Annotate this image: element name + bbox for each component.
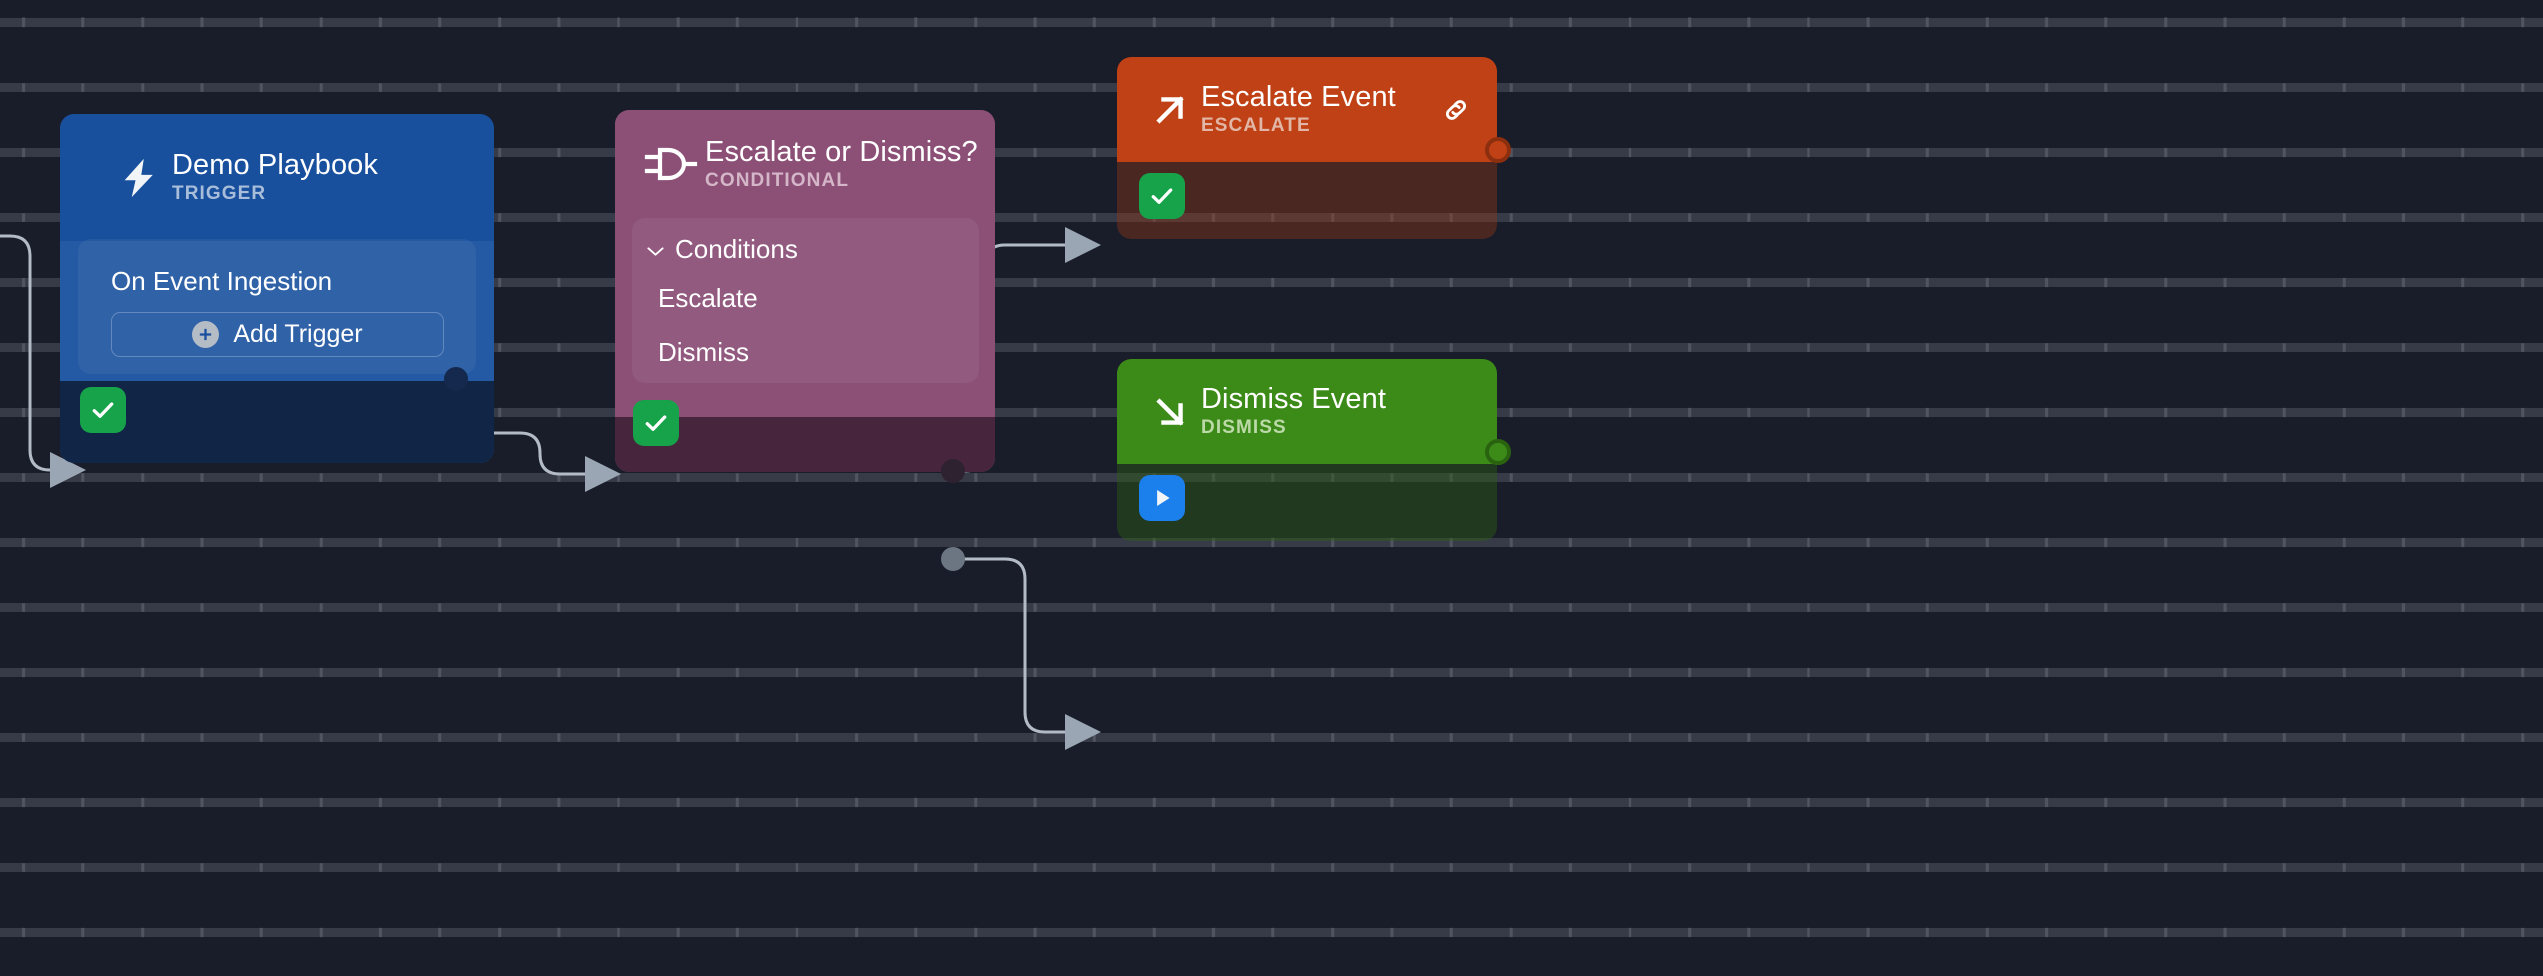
conditions-panel: Conditions Escalate Dismiss [632, 218, 979, 383]
check-icon [645, 415, 667, 431]
node-conditional[interactable]: Escalate or Dismiss? CONDITIONAL Conditi… [615, 110, 995, 571]
dismiss-node-title: Dismiss Event [1201, 383, 1386, 416]
escalate-node-title: Escalate Event [1201, 81, 1396, 114]
conditions-section-toggle[interactable]: Conditions [646, 234, 798, 265]
condition-row-dismiss[interactable]: Dismiss [658, 337, 749, 367]
plus-circle-icon [192, 321, 220, 348]
trigger-node-subtitle: TRIGGER [172, 183, 267, 205]
condition-row-escalate[interactable]: Escalate [658, 283, 758, 313]
chevron-down-icon [646, 234, 665, 265]
escalate-node-subtitle: ESCALATE [1201, 115, 1311, 137]
play-icon [1157, 489, 1170, 507]
lightning-bolt-icon [106, 151, 172, 205]
conditional-node-title: Escalate or Dismiss? [705, 135, 978, 168]
conditions-section-label: Conditions [675, 234, 798, 264]
arrow-down-right-icon [1139, 389, 1201, 435]
conditional-status-badge[interactable] [633, 400, 679, 446]
node-trigger[interactable]: Demo Playbook TRIGGER On Event Ingestion… [60, 114, 494, 463]
dismiss-status-badge[interactable] [1139, 475, 1185, 521]
conditional-output-port-escalate[interactable] [941, 459, 965, 483]
edge-dismiss-arrowhead [1065, 714, 1101, 750]
trigger-node-header[interactable]: Demo Playbook TRIGGER [60, 114, 494, 241]
trigger-output-port[interactable] [444, 367, 468, 391]
trigger-node-title: Demo Playbook [172, 149, 379, 182]
escalate-output-port[interactable] [1485, 137, 1511, 163]
edge-dismiss [958, 557, 1072, 734]
conditional-node-body: Conditions Escalate Dismiss [615, 218, 995, 472]
escalate-node-header[interactable]: Escalate Event ESCALATE [1117, 57, 1497, 162]
edge-incoming-to-trigger [0, 234, 62, 472]
dismiss-node-header[interactable]: Dismiss Event DISMISS [1117, 359, 1497, 464]
node-dismiss[interactable]: Dismiss Event DISMISS [1117, 359, 1511, 541]
check-icon [1151, 188, 1173, 204]
arrow-up-right-icon [1139, 87, 1201, 133]
add-trigger-button[interactable]: Add Trigger [111, 312, 444, 357]
dismiss-output-port[interactable] [1485, 439, 1511, 465]
add-trigger-label: Add Trigger [233, 320, 363, 348]
trigger-node-footer [60, 381, 494, 463]
trigger-items-panel: On Event Ingestion Add Trigger [78, 239, 476, 374]
edge-escalate-arrowhead [1065, 227, 1101, 263]
check-icon [92, 402, 114, 418]
dismiss-node-subtitle: DISMISS [1201, 417, 1287, 439]
escalate-status-badge[interactable] [1139, 173, 1185, 219]
conditional-output-port-dismiss[interactable] [941, 547, 965, 571]
link-icon[interactable] [1439, 93, 1473, 127]
trigger-status-badge[interactable] [80, 387, 126, 433]
conditional-node-subtitle: CONDITIONAL [705, 169, 850, 191]
node-escalate[interactable]: Escalate Event ESCALATE [1117, 57, 1511, 239]
logic-gate-icon [635, 142, 705, 186]
trigger-item-on-event-ingestion[interactable]: On Event Ingestion [111, 266, 333, 296]
conditional-node-header[interactable]: Escalate or Dismiss? CONDITIONAL [615, 110, 995, 218]
